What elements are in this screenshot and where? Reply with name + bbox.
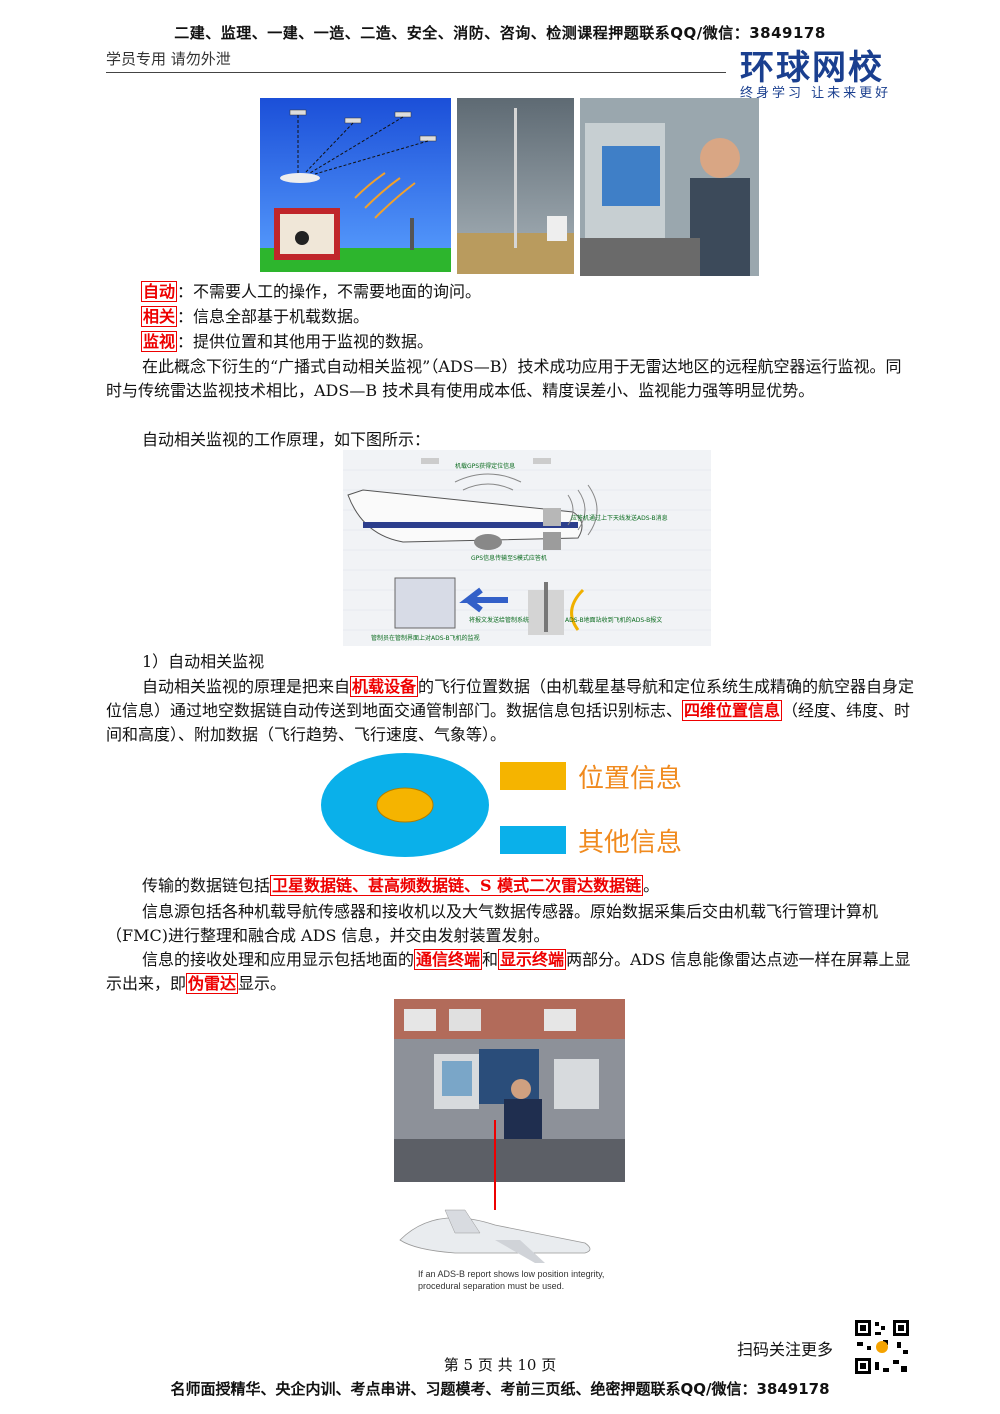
photo-caption: If an ADS-B report shows low position in… (418, 1269, 605, 1291)
section1-paragraph: 自动相关监视的原理是把来自机载设备的飞行位置数据（由机载星基导航和定位系统生成精… (106, 675, 916, 747)
header-subtitle: 学员专用 请勿外泄 (106, 50, 231, 68)
satellite-illustration (260, 98, 451, 272)
display-text-a: 信息的接收处理和应用显示包括地面的 (142, 950, 415, 969)
diagram-label-gps: 机载GPS获得定位信息 (455, 462, 515, 470)
legend-swatch-position (500, 762, 566, 790)
datalink-paragraph: 传输的数据链包括卫星数据链、甚高频数据链、S 模式二次雷达数据链。 (106, 874, 916, 898)
logo: 环球网校 (740, 48, 884, 88)
hl-datalinks: 卫星数据链、甚高频数据链、S 模式二次雷达数据链 (270, 875, 644, 896)
page-number: 第 5 页 共 10 页 (443, 1356, 557, 1374)
display-text-b: 和 (482, 950, 499, 969)
aircraft-illustration (395, 1195, 605, 1265)
definition-related: 相关：信息全部基于机载数据。 (141, 305, 951, 329)
control-room-photo (394, 999, 625, 1182)
top-banner: 二建、监理、一建、一造、二造、安全、消防、咨询、检测课程押题联系QQ/微信：38… (174, 24, 826, 42)
qr-code[interactable] (853, 1318, 911, 1376)
section1-text-c: （经度、纬度、时间和高度）、附加数据（飞行趋势、飞行速度、气象等）。 (106, 701, 911, 744)
header-rule (106, 72, 726, 73)
display-text-d: 显示。 (238, 974, 287, 993)
section1-text-a: 自动相关监视的原理是把来自 (142, 677, 351, 696)
diagram-label-gps-transfer: GPS信息传输至S模式应答机 (471, 554, 547, 562)
term-auto: 自动 (141, 281, 178, 302)
definition-auto: 自动：不需要人工的操作，不需要地面的询问。 (141, 280, 951, 304)
definition-related-text: ：信息全部基于机载数据。 (177, 307, 370, 326)
red-indicator-line (494, 1120, 496, 1210)
scan-prompt: 扫码关注更多 (737, 1340, 834, 1359)
diagram-label-forward: 将报文发送给管制系统 (469, 616, 529, 624)
hl-comm-terminal: 通信终端 (414, 949, 483, 970)
datalink-text-a: 传输的数据链包括 (142, 876, 271, 895)
definition-surveillance-text: ：提供位置和其他用于监视的数据。 (177, 332, 434, 351)
hl-onboard-equipment: 机载设备 (350, 676, 419, 697)
hl-4d-position: 四维位置信息 (682, 700, 783, 721)
legend-swatch-other (500, 826, 566, 854)
display-paragraph: 信息的接收处理和应用显示包括地面的通信终端和显示终端两部分。ADS 信息能像雷达… (106, 948, 916, 996)
legend-label-position: 位置信息 (578, 764, 683, 794)
term-surveillance: 监视 (141, 331, 178, 352)
principle-intro: 自动相关监视的工作原理，如下图所示： (142, 430, 431, 449)
hl-pseudo-radar: 伪雷达 (186, 973, 239, 994)
antenna-mast-photo (457, 98, 574, 274)
information-ellipse-figure (320, 752, 490, 858)
adsb-principle-diagram: 机载GPS获得定位信息 应答机通过上下天线发送ADS-B消息 GPS信息传输至S… (343, 450, 711, 646)
source-paragraph: 信息源包括各种机载导航传感器和接收机以及大气数据传感器。原始数据采集后交由机载飞… (106, 902, 879, 945)
term-related: 相关 (141, 306, 178, 327)
display-text-c: 两部分。ADS 信息能像雷达点迹一样在屏幕上显示出来，即 (106, 950, 911, 993)
section1-heading: 1）自动相关监视 (142, 652, 265, 671)
controller-workstation-photo (580, 98, 759, 276)
intro-paragraph: 在此概念下衍生的“广播式自动相关监视”（ADS—B）技术成功应用于无雷达地区的远… (106, 357, 902, 400)
diagram-label-ground-receive: ADS-B地面站收到飞机的ADS-B报文 (565, 616, 662, 624)
hl-display-terminal: 显示终端 (498, 949, 567, 970)
definition-surveillance: 监视：提供位置和其他用于监视的数据。 (141, 330, 951, 354)
section1-text-b: 的飞行位置数据（由机载星基导航和定位系统生成精确的航空器自身定位信息）通过地空数… (106, 677, 915, 720)
diagram-label-transponder: 应答机通过上下天线发送ADS-B消息 (571, 514, 668, 522)
diagram-label-display: 管制员在管制界面上对ADS-B飞机的监视 (371, 634, 480, 642)
footer-banner: 名师面授精华、央企内训、考点串讲、习题模考、考前三页纸、绝密押题联系QQ/微信：… (170, 1380, 830, 1398)
definition-auto-text: ：不需要人工的操作，不需要地面的询问。 (177, 282, 482, 301)
legend-label-other: 其他信息 (578, 828, 683, 858)
datalink-text-b: 。 (643, 876, 660, 895)
logo-slogan: 终身学习 让未来更好 (740, 86, 892, 101)
